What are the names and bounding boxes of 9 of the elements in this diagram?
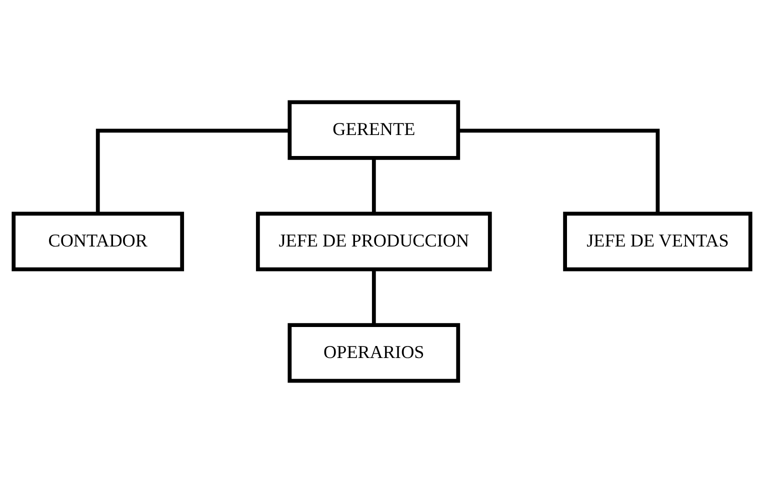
node-box: OPERARIOS — [288, 323, 460, 383]
node-box: JEFE DE PRODUCCION — [256, 212, 492, 272]
connector — [458, 128, 660, 214]
node-box: JEFE DE VENTAS — [563, 212, 752, 272]
connector — [372, 270, 376, 325]
connector — [96, 128, 290, 214]
node-box: CONTADOR — [12, 212, 184, 272]
connector — [372, 158, 376, 214]
node-box: GERENTE — [288, 100, 460, 160]
